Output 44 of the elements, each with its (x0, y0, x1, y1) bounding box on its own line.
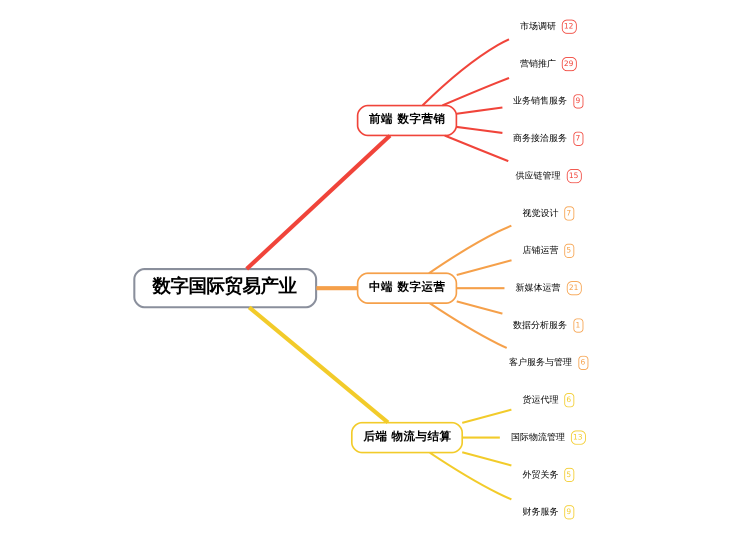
node-box: 中端 数字运营 (356, 272, 457, 304)
node-box: 9 (564, 505, 574, 520)
node-box: 后端 物流与结算 (350, 422, 463, 454)
connector (456, 259, 512, 276)
node-label: 数据分析服务 (512, 320, 567, 331)
connector (456, 126, 502, 134)
connector (244, 134, 391, 270)
connector (247, 306, 389, 424)
node-label: 外贸关务 (522, 470, 558, 480)
node-label: 店铺运营 (522, 246, 558, 256)
connector (428, 302, 507, 349)
connector (456, 106, 502, 115)
connector (461, 451, 512, 466)
connector (316, 286, 358, 290)
node-label: 视觉设计 (522, 208, 558, 219)
node-box: 前端 数字营销 (356, 104, 457, 136)
node-box: 9 (572, 94, 583, 108)
node-box: 1 (572, 318, 583, 333)
node-box: 数字国际贸易产业 (132, 268, 317, 308)
connector (462, 436, 500, 439)
node-box: 7 (572, 132, 583, 146)
node-box: 7 (564, 206, 574, 221)
connector (428, 224, 512, 274)
connector (428, 452, 512, 500)
node-box: 5 (564, 468, 574, 482)
node-label: 营销推广 (519, 59, 556, 70)
node-label: 财务服务 (522, 508, 558, 518)
connector (456, 300, 502, 315)
node-label: 市场调研 (519, 22, 556, 32)
connector (456, 287, 504, 290)
node-label: 货运代理 (522, 396, 558, 406)
connector (421, 38, 509, 106)
node-label: 国际物流管理 (510, 432, 564, 443)
node-label: 供应链管理 (515, 171, 560, 182)
node-box: 6 (564, 393, 574, 408)
node-box: 6 (578, 356, 588, 370)
node-label: 商务接洽服务 (512, 134, 567, 144)
node-box: 5 (564, 244, 574, 258)
node-label: 业务销售服务 (512, 96, 567, 107)
connector (441, 76, 509, 106)
node-label: 客户服务与管理 (508, 358, 572, 368)
connector (444, 134, 508, 162)
node-label: 新媒体运营 (515, 284, 560, 294)
connector (461, 408, 512, 424)
